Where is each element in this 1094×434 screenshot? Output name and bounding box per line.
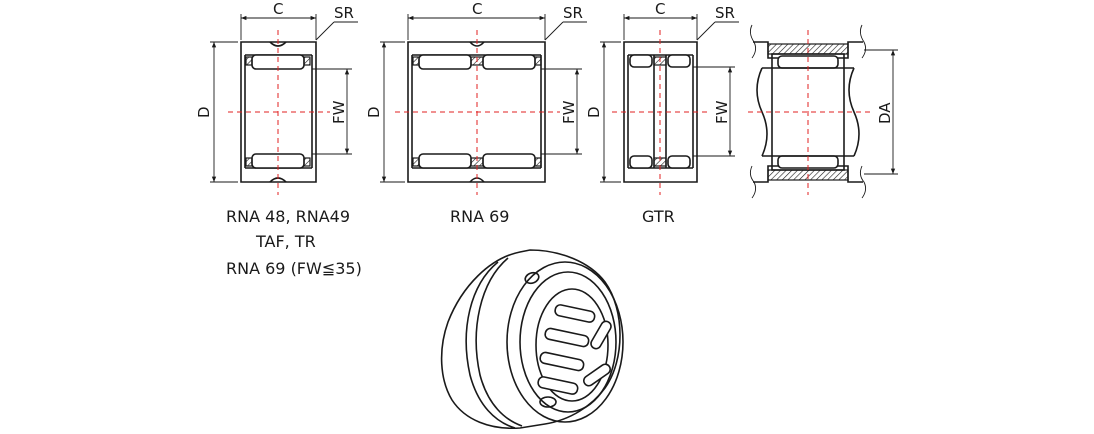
dim-sr-label: SR (334, 4, 354, 22)
dim-c-label: C (273, 0, 283, 18)
dim-c-label-3: C (655, 0, 665, 18)
caption-rna69: RNA 69 (450, 207, 509, 226)
dim-d-label: D (195, 106, 213, 118)
caption-line-1: RNA 48, RNA49 (226, 207, 350, 226)
view-rna48: C SR D FW RNA 48, RNA49 TAF, TR RNA 69 (… (195, 0, 362, 278)
dim-sr-label-3: SR (715, 4, 735, 22)
dim-sr-label-2: SR (563, 4, 583, 22)
bearing-isometric-sketch (440, 249, 624, 430)
view-gtr: C SR D FW GTR (585, 0, 739, 226)
view-rna69: C SR D FW RNA 69 (365, 0, 587, 226)
dim-c-label-2: C (472, 0, 482, 18)
dim-fw-label-2: FW (560, 100, 578, 124)
dim-d-label-3: D (585, 106, 603, 118)
view-housing-da: DA (748, 24, 898, 199)
dim-fw-label: FW (330, 100, 348, 124)
dim-da-label: DA (876, 102, 894, 124)
caption-gtr: GTR (642, 207, 675, 226)
caption-line-3: RNA 69 (FW≦35) (226, 259, 362, 278)
dim-fw-label-3: FW (713, 100, 731, 124)
dim-d-label-2: D (365, 106, 383, 118)
caption-line-2: TAF, TR (255, 232, 316, 251)
